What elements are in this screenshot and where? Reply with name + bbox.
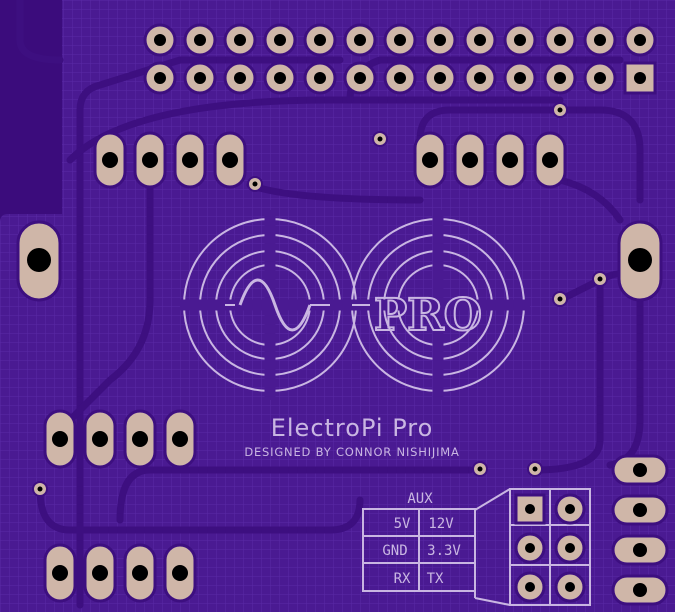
gpio-header [623,61,657,95]
gpio-pin [343,23,377,57]
aux-label-rx: RX [394,571,411,587]
aux-label-table [362,508,476,592]
upper-connectors [93,131,567,189]
gpio-pin [583,23,617,57]
gpio-pins [143,23,657,95]
gpio-pin [503,23,537,57]
aux-label-gnd: GND [382,543,407,559]
via [372,131,388,147]
aux-label-12v: 12V [428,516,454,532]
gpio-pin [303,23,337,57]
aux-pin [514,532,546,564]
connector-pad [83,409,117,469]
gpio-pin [143,61,177,95]
aux-label-5v: 5V [394,516,411,532]
board-name: ElectroPi Pro [271,414,434,442]
aux-pin [514,571,546,603]
via [527,461,543,477]
connector-pad [83,543,117,603]
connector-pad [493,131,527,189]
gpio-pin [343,61,377,95]
gpio-pin [143,23,177,57]
gpio-pin [463,61,497,95]
gpio-pin [423,23,457,57]
connector-pad [173,131,207,189]
connector-pad [123,409,157,469]
mount-right [617,220,663,302]
via [592,271,608,287]
gpio-pin [383,23,417,57]
gpio-pin [503,61,537,95]
electropi-logo [180,210,530,400]
gpio-pin [543,61,577,95]
connector-pad [533,131,567,189]
aux-pin [554,571,586,603]
via [472,461,488,477]
via [552,102,568,118]
connector-pad [413,131,447,189]
connector-pad [43,543,77,603]
gpio-pin [423,61,457,95]
aux-pin [554,493,586,525]
logo-pro-text: PRO [374,290,482,341]
via [32,481,48,497]
connector-pad [453,131,487,189]
connector-pad [213,131,247,189]
via [247,176,263,192]
connector-pad [163,543,197,603]
designer-credit: DESIGNED BY CONNOR NISHIJIMA [244,445,459,459]
aux-label-tx: TX [427,571,444,587]
connector-pad [611,574,669,606]
lower-connectors [43,409,197,603]
vias [32,102,608,497]
gpio-pin [183,61,217,95]
connector-pad [611,454,669,486]
via [552,291,568,307]
gpio-pin [263,23,297,57]
aux-label-3v3: 3.3V [427,543,461,559]
connector-pad [611,494,669,526]
connector-pad [133,131,167,189]
right-connector [611,454,669,606]
gpio-pin [303,61,337,95]
gpio-pin [223,61,257,95]
connector-pad [611,534,669,566]
mount-left [16,220,62,302]
gpio-pin [583,61,617,95]
gpio-pin [263,61,297,95]
aux-pin [514,493,546,525]
connector-pad [93,131,127,189]
gpio-pin [383,61,417,95]
connector-pad [123,543,157,603]
gpio-pin [223,23,257,57]
aux-pin [554,532,586,564]
gpio-pin [183,23,217,57]
gpio-pin [463,23,497,57]
aux-title: AUX [407,491,433,507]
gpio-pin [543,23,577,57]
gpio-pin [623,23,657,57]
aux-pins [514,493,586,603]
connector-pad [163,409,197,469]
connector-pad [43,409,77,469]
